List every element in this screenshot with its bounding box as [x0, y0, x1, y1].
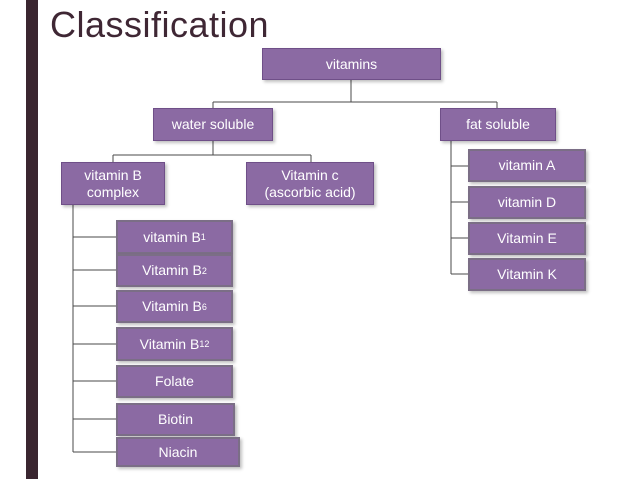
page-title: Classification [50, 4, 270, 45]
node-vitamin-a: vitamin A [468, 149, 586, 182]
node-label: vitamin B [143, 228, 201, 245]
node-water-soluble: water soluble [153, 108, 273, 141]
node-biotin: Biotin [116, 403, 235, 436]
node-label: Vitamin B [142, 298, 202, 314]
node-vitamin-k: Vitamin K [468, 258, 586, 291]
node-vitamin-d: vitamin D [468, 186, 586, 219]
node-label: Biotin [157, 411, 194, 427]
node-label: Folate [155, 373, 194, 389]
node-label: Vitamin B [139, 335, 200, 352]
node-vitamin-c: Vitamin c (ascorbic acid) [246, 162, 374, 205]
node-vitamins: vitamins [262, 48, 441, 80]
sidebar-accent-bar [26, 0, 38, 479]
node-vitamin-b-complex: vitamin B complex [61, 162, 165, 205]
node-fat-soluble: fat soluble [440, 108, 556, 141]
node-vitamin-e: Vitamin E [468, 222, 586, 255]
node-folate: Folate [116, 365, 233, 398]
node-label: Vitamin B [142, 262, 202, 278]
node-label: Niacin [158, 443, 198, 460]
node-niacin: Niacin [116, 437, 240, 467]
